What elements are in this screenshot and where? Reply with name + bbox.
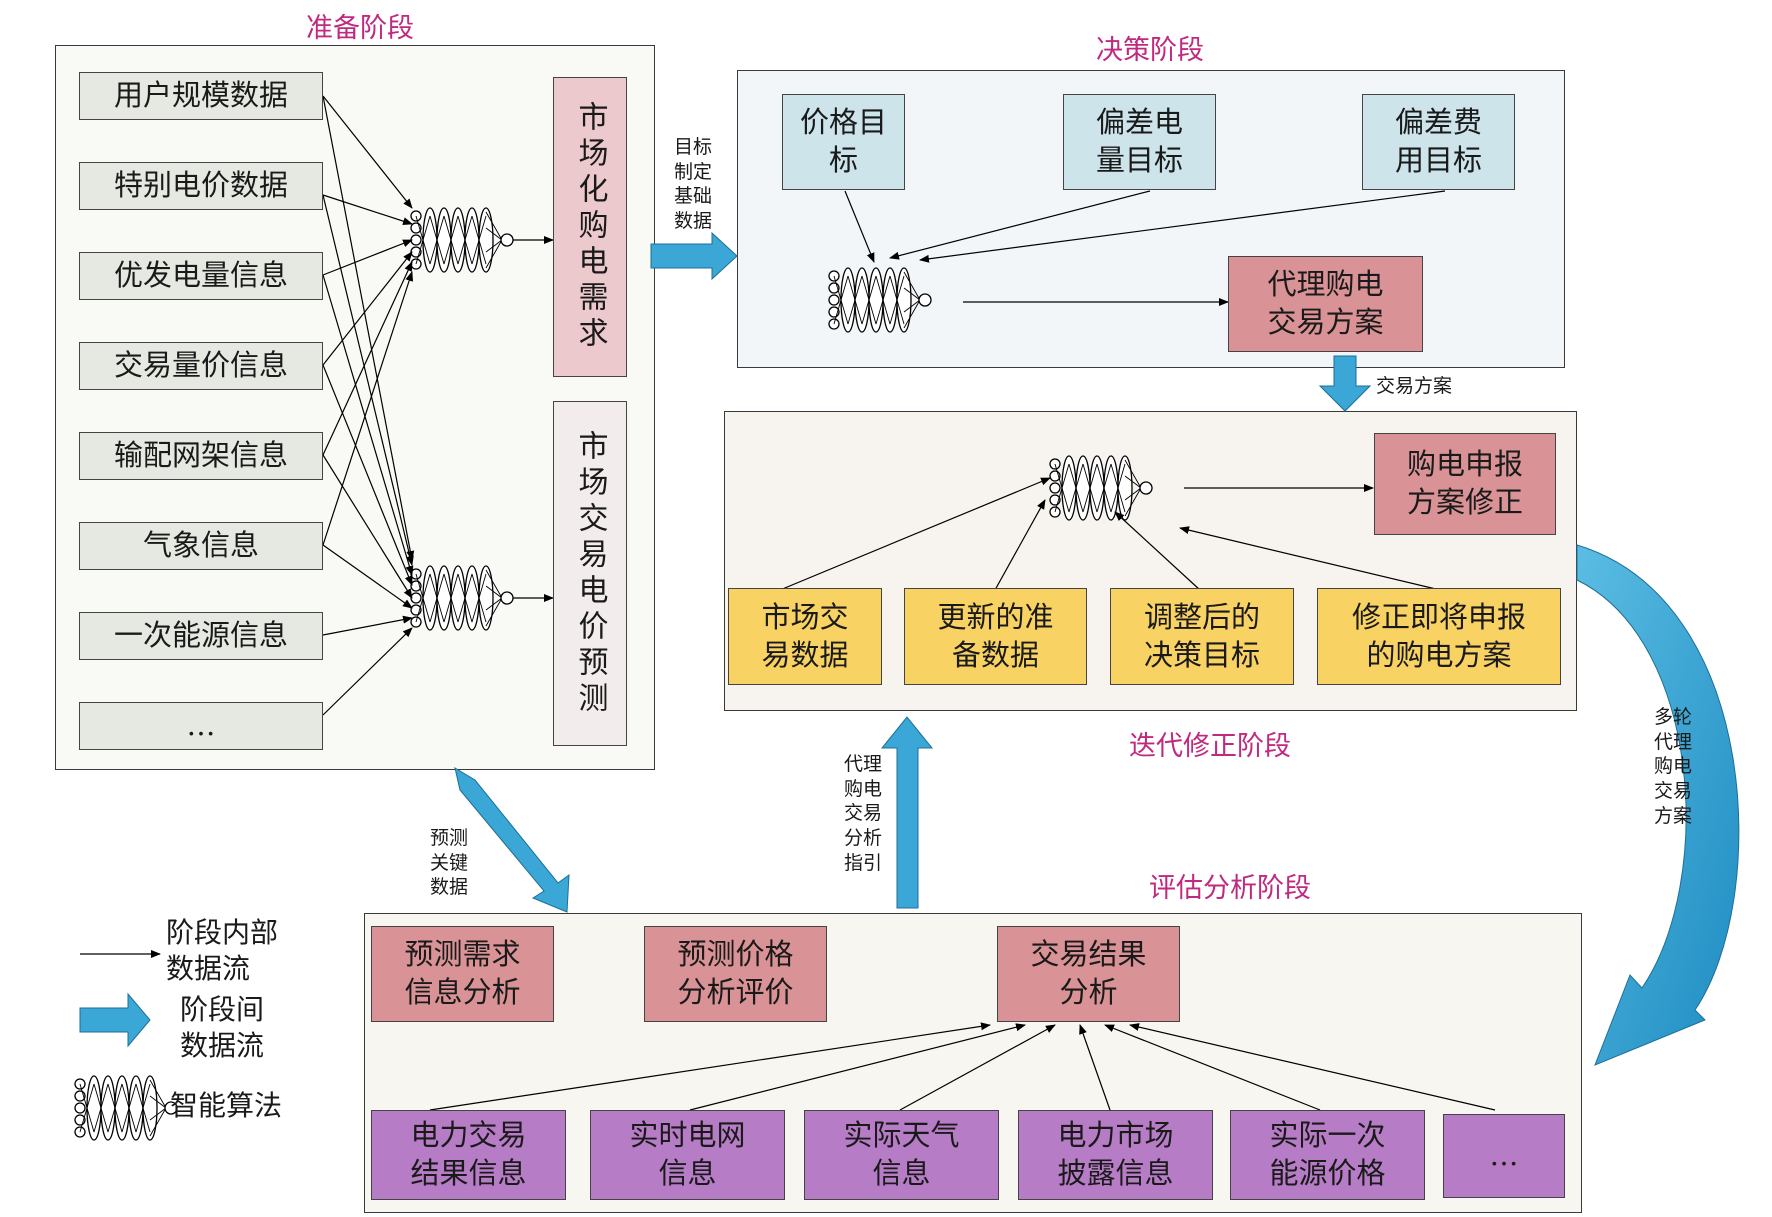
prep-input-primary-energy: 一次能源信息 [79,612,323,660]
legend-network-icon [74,1075,178,1141]
iteration-input-corrected-plan: 修正即将申报的购电方案 [1317,588,1561,685]
prep-input-more: … [79,702,323,750]
prep-input-priority-gen: 优发电量信息 [79,252,323,300]
flow-label-predict-key: 预测 关键 数据 [429,827,468,899]
prep-input-user-scale: 用户规模数据 [79,72,323,120]
eval-input-primary-energy-price: 实际一次能源价格 [1230,1110,1425,1200]
prep-demand-network [410,207,514,273]
prep-input-grid: 输配网架信息 [79,432,323,480]
decision-stage-title: 决策阶段 [1096,35,1204,66]
multi-round-arrow [1576,544,1740,1066]
prep-stage-title: 准备阶段 [306,13,414,44]
iteration-stage-title: 迭代修正阶段 [1129,731,1291,762]
flow-label-agent-guide: 代理 购电 交易 分析 指引 [843,753,882,874]
prep-input-weather: 气象信息 [79,522,323,570]
legend-inter-flow: 阶段间 数据流 [180,993,265,1063]
prep-input-special-price: 特别电价数据 [79,162,323,210]
prep-output-demand: 市场化购电需求 [553,77,627,377]
iteration-input-updated-prep: 更新的准备数据 [904,588,1087,685]
decision-price-goal: 价格目标 [782,94,905,190]
iteration-input-adjusted-goal: 调整后的决策目标 [1110,588,1294,685]
eval-demand-analysis: 预测需求信息分析 [371,926,554,1022]
eval-price-evaluation: 预测价格分析评价 [644,926,827,1022]
eval-input-realtime-grid: 实时电网信息 [590,1110,785,1200]
iteration-input-market-data: 市场交易数据 [728,588,882,685]
decision-deviation-energy-goal: 偏差电量目标 [1063,94,1216,190]
flow-label-target-basis: 目标 制定 基础 数据 [673,136,712,233]
prep-price-network [410,565,514,631]
decision-agent-purchase-plan: 代理购电交易方案 [1228,256,1423,352]
eval-input-market-disclosure: 电力市场披露信息 [1018,1110,1213,1200]
evaluation-stage-title: 评估分析阶段 [1149,873,1311,904]
iteration-network [1049,455,1153,521]
flow-label-multi-round: 多轮 代理 购电 交易 方案 [1653,706,1692,827]
eval-input-trade-result: 电力交易结果信息 [371,1110,566,1200]
eval-trade-result-analysis: 交易结果分析 [997,926,1180,1022]
prep-input-trade-volume: 交易量价信息 [79,342,323,390]
legend-inner-flow: 阶段内部 数据流 [166,916,279,986]
legend-algorithm: 智能算法 [170,1089,283,1122]
eval-input-actual-weather: 实际天气信息 [804,1110,999,1200]
prep-output-price-forecast: 市场交易电价预测 [553,401,627,746]
decision-deviation-cost-goal: 偏差费用目标 [1362,94,1515,190]
decision-network [828,267,932,333]
iteration-plan-correction: 购电申报方案修正 [1374,433,1556,535]
flow-label-trade-plan: 交易方案 [1376,375,1453,397]
eval-input-more: … [1443,1114,1565,1198]
